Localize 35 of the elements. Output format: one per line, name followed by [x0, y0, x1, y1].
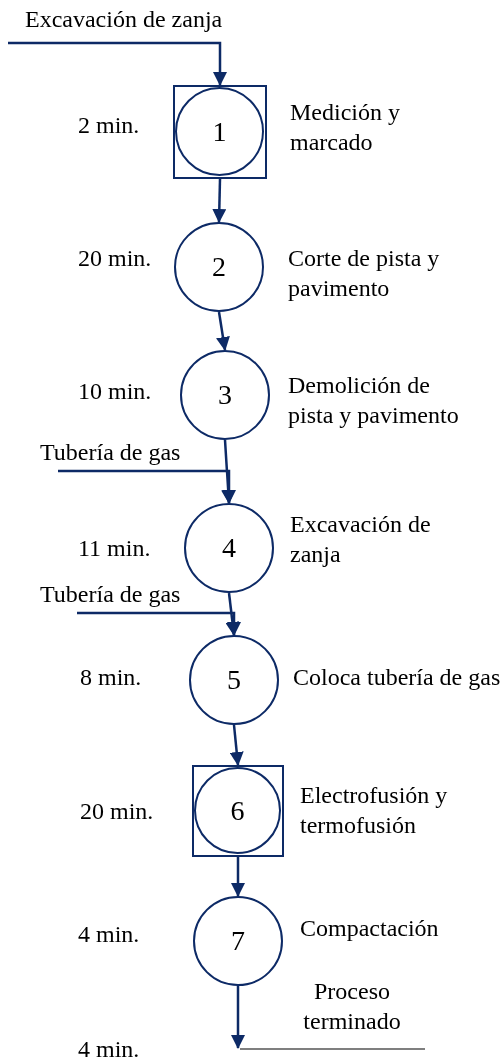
step-number: 7 — [231, 927, 245, 955]
end-label: Proceso terminado — [302, 977, 402, 1036]
arrow — [229, 724, 244, 766]
time-label: 4 min. — [78, 920, 141, 949]
arrow — [225, 592, 240, 636]
arrow — [58, 469, 236, 504]
step-number: 6 — [230, 796, 245, 825]
step-number: 3 — [218, 381, 232, 409]
arrow — [231, 986, 245, 1049]
arrow — [216, 311, 230, 351]
step-description: Corte de pista y pavimento — [288, 244, 441, 303]
input-label: Tubería de gas — [40, 580, 181, 609]
arrow — [231, 857, 245, 897]
arrow — [77, 611, 241, 636]
step-description: Compactación — [300, 914, 440, 943]
time-label: 10 min. — [78, 377, 153, 406]
step-description: Demolición de pista y pavimento — [288, 371, 460, 430]
step-description: Medición y marcado — [290, 98, 401, 157]
time-label: 8 min. — [80, 663, 143, 692]
step-description: Excavación de zanja — [290, 510, 432, 569]
time-label: 20 min. — [80, 797, 155, 826]
step-number: 5 — [227, 666, 241, 694]
arrow — [212, 178, 227, 223]
step-number: 2 — [212, 253, 226, 281]
input-label: Tubería de gas — [40, 438, 181, 467]
step-number: 1 — [212, 117, 227, 146]
input-label: Excavación de zanja — [25, 5, 223, 34]
arrow — [8, 41, 227, 86]
time-label: 11 min. — [78, 534, 152, 563]
time-label: 20 min. — [78, 244, 153, 273]
time-label: 2 min. — [78, 111, 141, 140]
time-label: 4 min. — [78, 1036, 141, 1062]
step-description: Coloca tubería de gas — [293, 663, 502, 692]
step-description: Electrofusión y termofusión — [300, 781, 449, 840]
step-number: 4 — [222, 534, 236, 562]
